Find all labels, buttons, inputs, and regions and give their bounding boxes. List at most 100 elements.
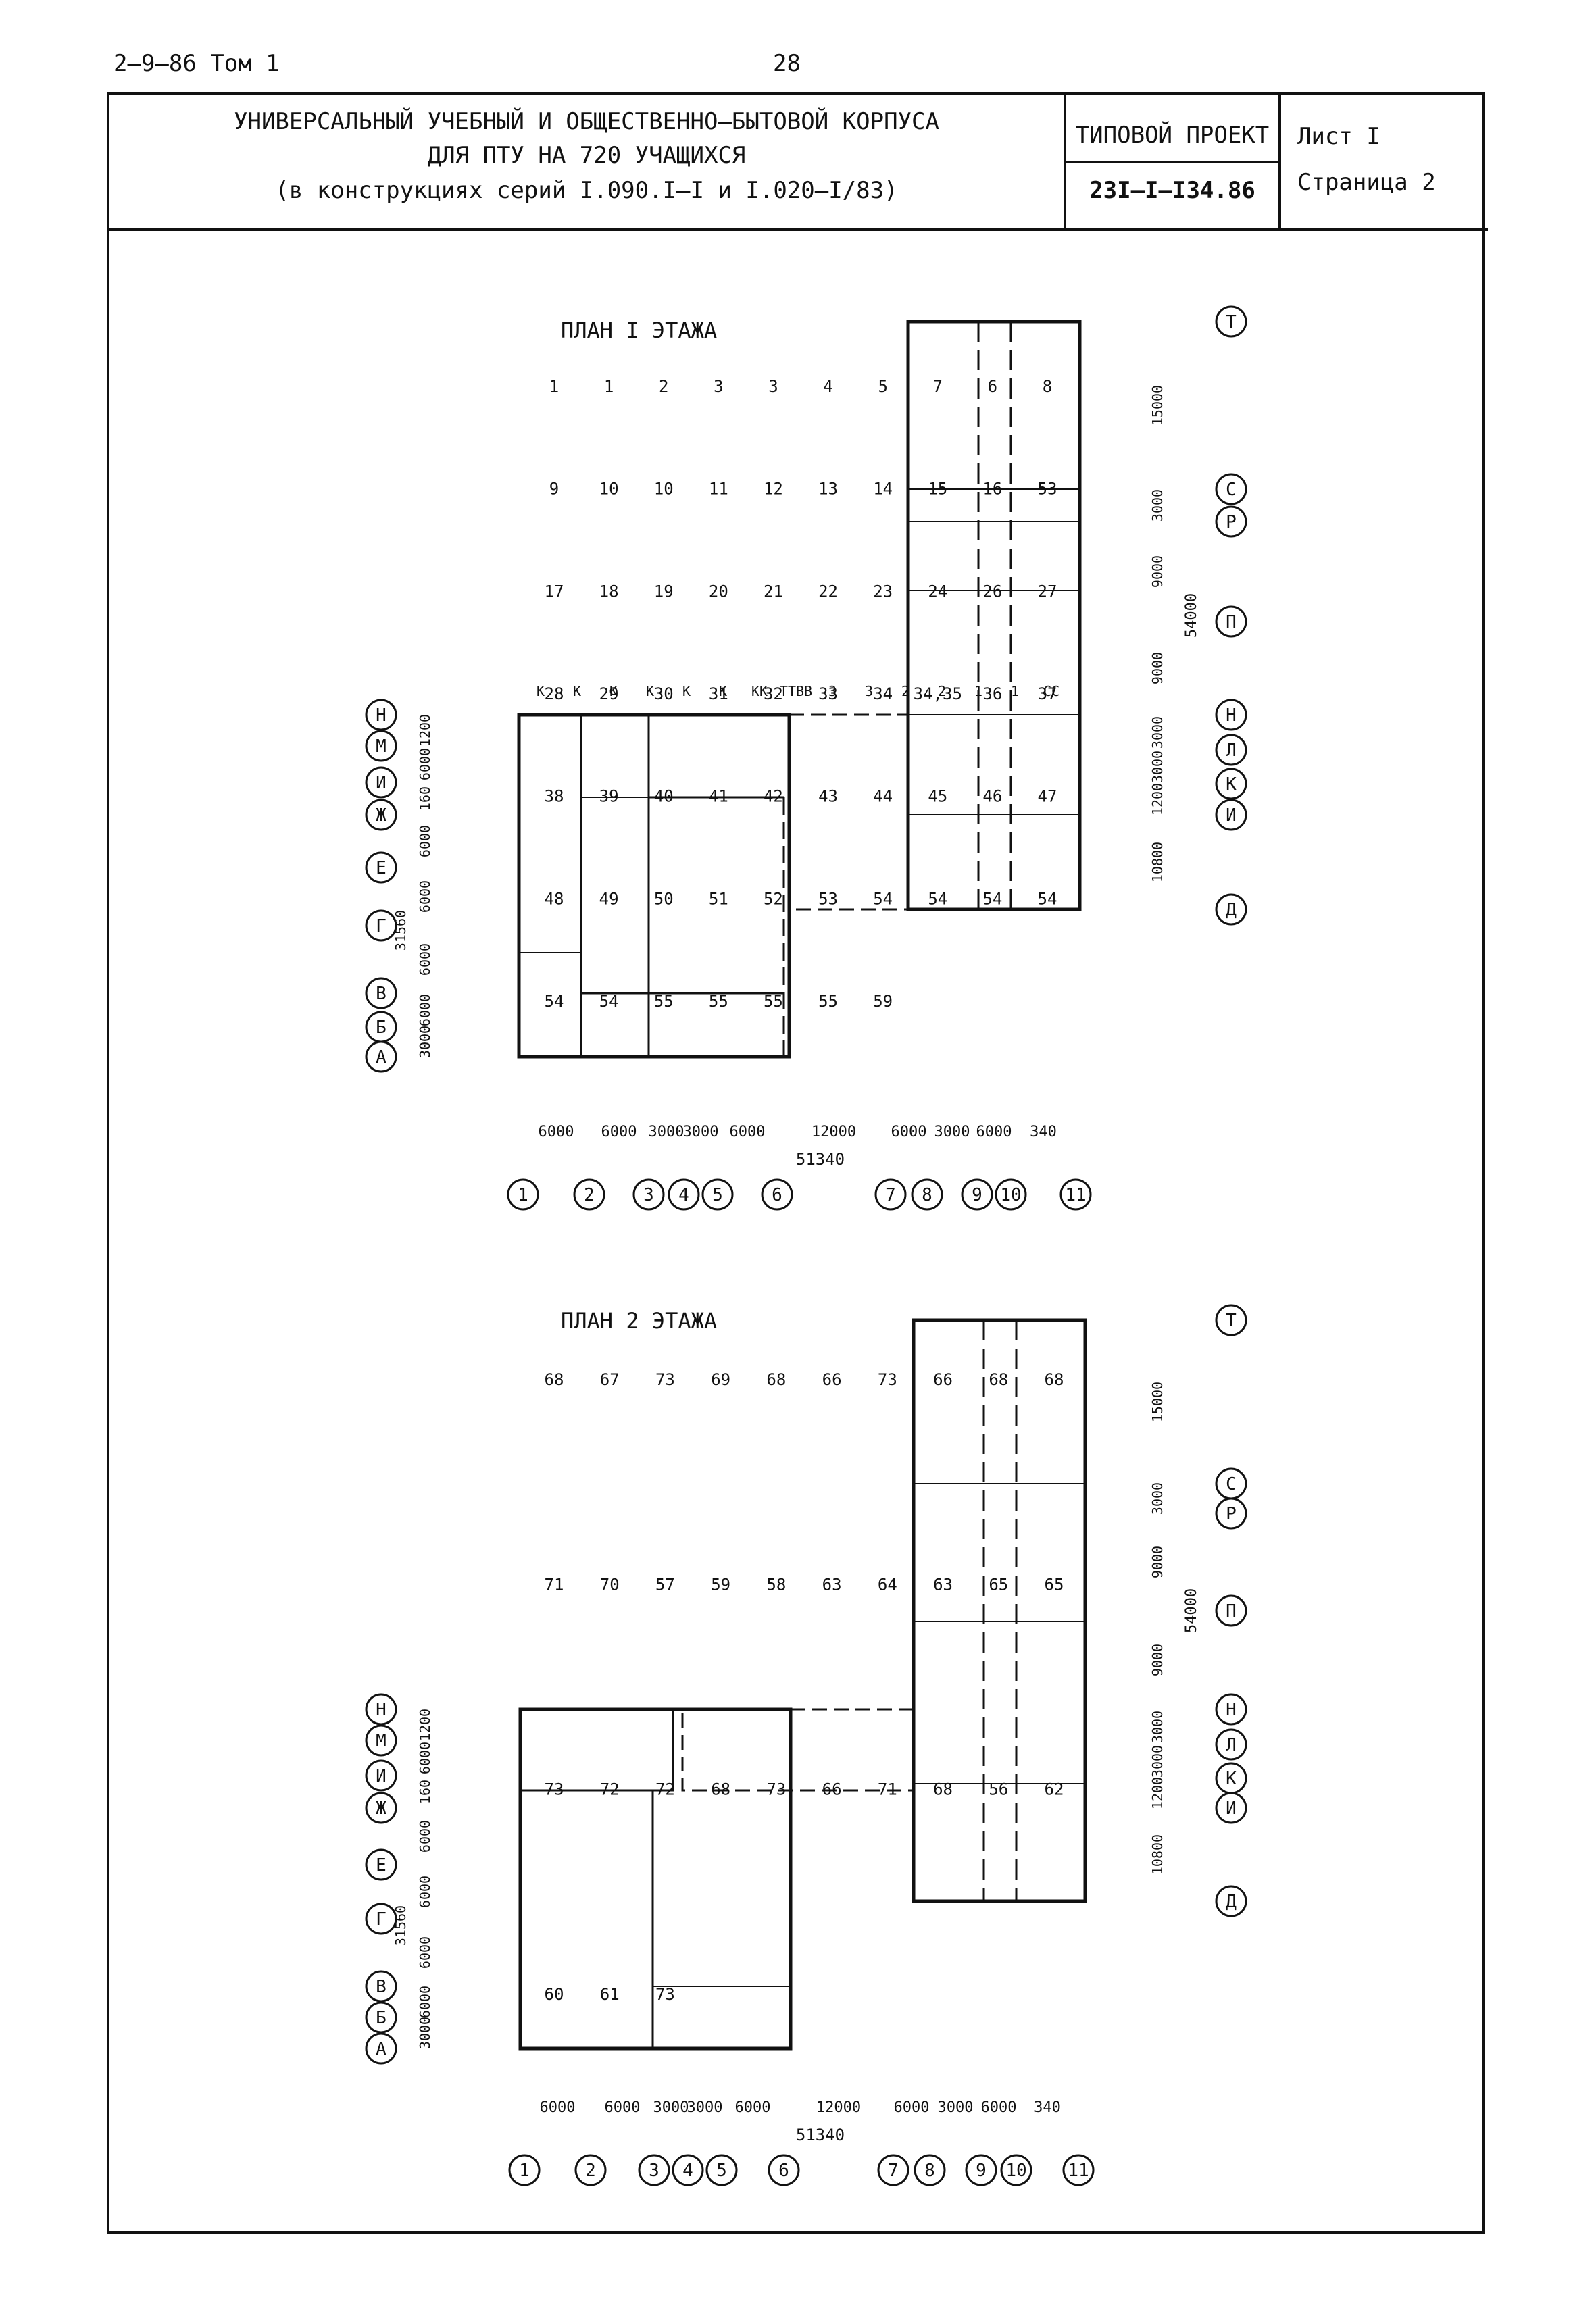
plan1-axis-9-circle bbox=[961, 1178, 993, 1211]
plan1-axis-left-А: А bbox=[376, 1047, 386, 1067]
plan1-mark: 1 bbox=[1011, 683, 1019, 699]
plan2-room-label: 68 bbox=[989, 1370, 1008, 1389]
plan1-room-label: 31 bbox=[709, 684, 728, 703]
plan1-room-label: 39 bbox=[599, 787, 619, 806]
plan1-room-label: 55 bbox=[709, 992, 728, 1011]
plan1-room-label: 10 bbox=[654, 480, 674, 499]
plan2-axis-6-circle bbox=[768, 2154, 800, 2186]
plan2-room-label: 63 bbox=[933, 1575, 953, 1594]
plan1-axis-1: 1 bbox=[518, 1185, 528, 1205]
plan1-axis-4: 4 bbox=[678, 1185, 689, 1205]
plan1-room-label: 47 bbox=[1038, 787, 1057, 806]
plan2-dim-bottom: 12000 bbox=[816, 2099, 861, 2116]
plan1-room-label: 1 bbox=[604, 377, 614, 396]
plan1-axis-left-М: М bbox=[376, 736, 386, 757]
title-line-3: (в конструкциях серий I.090.I–I и I.020–… bbox=[275, 177, 898, 204]
plan1-mark: К bbox=[537, 683, 545, 699]
plan2-axis-right-П-circle bbox=[1215, 1594, 1247, 1627]
plan2-axis-left-В: В bbox=[376, 1977, 386, 1997]
plan1-axis-right-Т-circle bbox=[1215, 305, 1247, 338]
plan2-room-label: 61 bbox=[600, 1985, 620, 2004]
plan2-axis-right-С: С bbox=[1226, 1474, 1237, 1494]
plan2-axis-right-Т: Т bbox=[1226, 1311, 1237, 1331]
plan1-axis-8-circle bbox=[911, 1178, 943, 1211]
plan1-mark: СС bbox=[1043, 683, 1059, 699]
plan2-axis-4: 4 bbox=[682, 2161, 693, 2181]
plan1-room-label: 54 bbox=[599, 992, 619, 1011]
plan1-room-label: 40 bbox=[654, 787, 674, 806]
plan1-axis-left-Н-circle bbox=[365, 699, 397, 731]
plan-first-floor: ПЛАН I ЭТАЖА bbox=[517, 318, 1082, 1059]
plan2-room-label: 62 bbox=[1045, 1780, 1064, 1799]
plan1-room-label: 32 bbox=[764, 684, 783, 703]
plan1-axis-right-Р: Р bbox=[1226, 512, 1237, 532]
plan1-room-label: 37 bbox=[1038, 684, 1057, 703]
plan1-dim-left-extra: 31560 bbox=[393, 910, 409, 951]
plan1-room-label: 2 bbox=[659, 377, 668, 396]
plan2-axis-1-circle bbox=[508, 2154, 541, 2186]
plan2-axis-left-М: М bbox=[376, 1731, 386, 1751]
plan1-room-label: 19 bbox=[654, 582, 674, 601]
plan2-dim-bottom: 6000 bbox=[735, 2099, 771, 2116]
plan2-axis-8: 8 bbox=[924, 2161, 935, 2181]
plan1-room-label: 17 bbox=[545, 582, 564, 601]
plan1-room-label: 34 bbox=[873, 684, 893, 703]
plan1-room-label: 42 bbox=[764, 787, 783, 806]
plan1-dim-left: 6000 bbox=[417, 748, 433, 780]
plan2-dim-right: 3000 bbox=[1149, 1711, 1166, 1743]
plan1-axis-8: 8 bbox=[922, 1185, 932, 1205]
plan1-room-label: 16 bbox=[982, 480, 1002, 499]
plan2-axis-6: 6 bbox=[778, 2161, 789, 2181]
plan1-axis-6: 6 bbox=[772, 1185, 782, 1205]
plan2-axis-3: 3 bbox=[649, 2161, 659, 2181]
plan-second-floor: ПЛАН 2 ЭТАЖА bbox=[518, 1308, 1087, 2051]
plan1-axis-3-circle bbox=[632, 1178, 665, 1211]
plan2-room-label: 64 bbox=[878, 1575, 897, 1594]
plan1-axis-right-К-circle bbox=[1215, 768, 1247, 800]
plan1-dim-right: 15000 bbox=[1149, 385, 1166, 426]
plan1-room-label: 44 bbox=[873, 787, 893, 806]
plan1-axis-1-circle bbox=[507, 1178, 539, 1211]
plan2-dim-right: 9000 bbox=[1149, 1644, 1166, 1676]
page-number: 28 bbox=[773, 50, 801, 77]
drawing-frame: УНИВЕРСАЛЬНЫЙ УЧЕБНЫЙ И ОБЩЕСТВЕННО–БЫТО… bbox=[107, 92, 1488, 2234]
plan2-axis-left-Н-circle bbox=[365, 1693, 397, 1726]
plan2-dim-left: 3000 bbox=[417, 2017, 433, 2049]
plan1-room-label: 53 bbox=[818, 889, 838, 908]
plan2-axis-left-Ж: Ж bbox=[376, 1799, 386, 1819]
plan1-room-label: 54 bbox=[928, 889, 947, 908]
plan2-axis-left-А-circle bbox=[365, 2032, 397, 2065]
plan2-axis-11: 11 bbox=[1068, 2161, 1089, 2181]
plan1-room-label: 48 bbox=[545, 889, 564, 908]
plan1-room-label: 15 bbox=[928, 480, 947, 499]
plan1-dim-left: 3000 bbox=[417, 1026, 433, 1058]
plan1-room-label: 33 bbox=[818, 684, 838, 703]
plan1-room-label: 34,35 bbox=[914, 684, 962, 703]
plan1-axis-right-П: П bbox=[1226, 612, 1237, 632]
project-number: 23I–I–I34.86 bbox=[1089, 177, 1255, 204]
plan1-axis-10-circle bbox=[995, 1178, 1027, 1211]
plan2-room-label: 66 bbox=[822, 1780, 842, 1799]
title-line-2: ДЛЯ ПТУ НА 720 УЧАЩИХСЯ bbox=[427, 142, 746, 169]
plan1-dim-left: 6000 bbox=[417, 880, 433, 913]
plan1-room-label: 51 bbox=[709, 889, 728, 908]
plan2-room-label: 69 bbox=[711, 1370, 730, 1389]
plan2-axis-left-Б: Б bbox=[376, 2008, 386, 2028]
plan1-room-label: 36 bbox=[982, 684, 1002, 703]
plan1-dim-right: 3000 bbox=[1149, 751, 1166, 783]
plan1-dim-right: 3000 bbox=[1149, 716, 1166, 749]
plan2-axis-right-Л: Л bbox=[1226, 1735, 1237, 1755]
plan1-room-label: 21 bbox=[764, 582, 783, 601]
plan1-dim-right: 9000 bbox=[1149, 555, 1166, 588]
plan1-axis-right-И: И bbox=[1226, 805, 1237, 826]
plan1-room-label: 50 bbox=[654, 889, 674, 908]
plan1-axis-5: 5 bbox=[712, 1185, 723, 1205]
plan1-axis-right-К: К bbox=[1226, 774, 1237, 795]
plan2-axis-left-Г: Г bbox=[376, 1909, 386, 1930]
plan2-axis-left-В-circle bbox=[365, 1970, 397, 2003]
plan1-mark: 3 bbox=[828, 683, 837, 699]
plan1-room-label: 20 bbox=[709, 582, 728, 601]
plan2-dim-right: 3000 bbox=[1149, 1745, 1166, 1778]
plan2-axis-left-Е-circle bbox=[365, 1848, 397, 1881]
